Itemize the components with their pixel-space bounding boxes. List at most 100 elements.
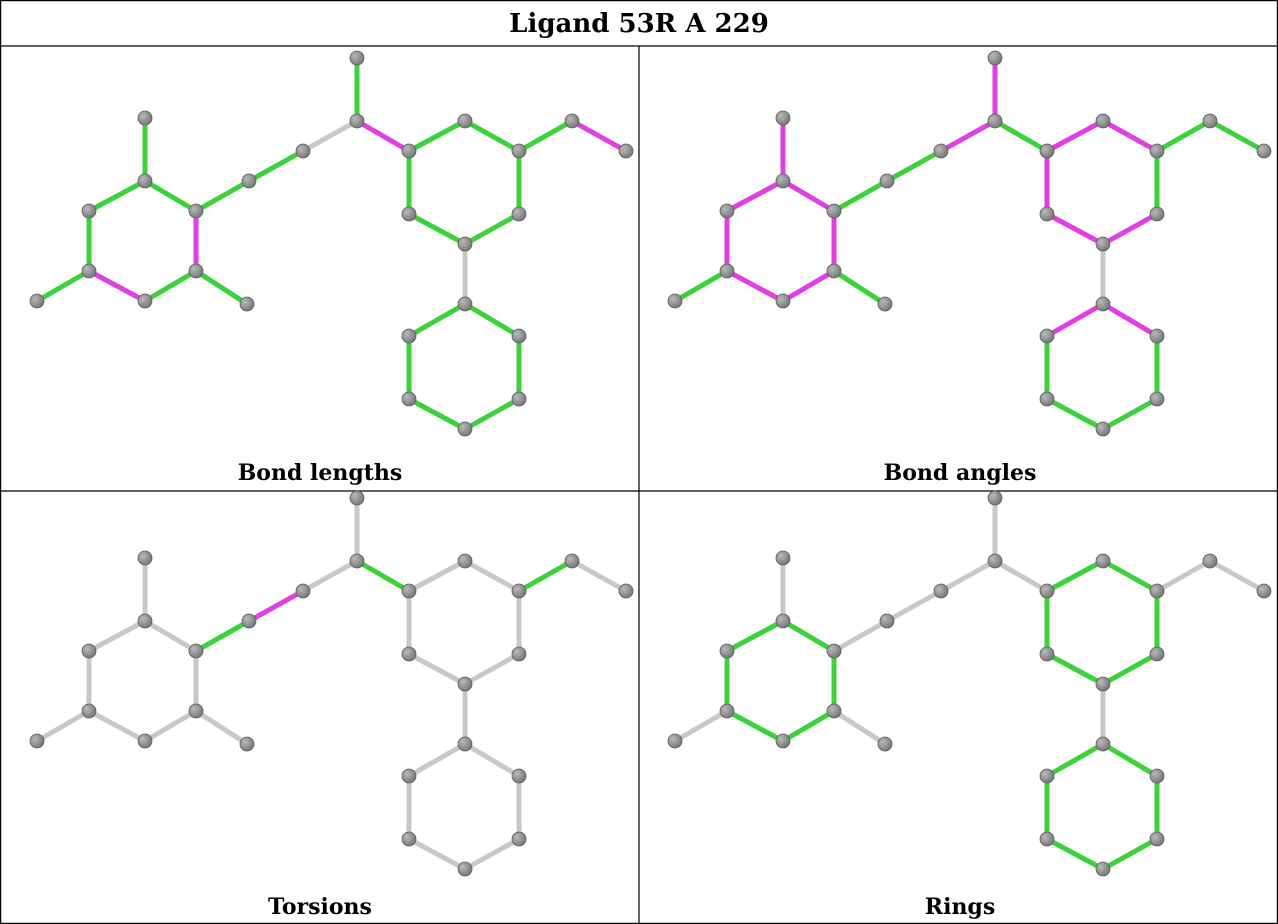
atom xyxy=(1149,391,1165,407)
bond xyxy=(462,396,522,432)
atom xyxy=(239,736,255,752)
atom-layer xyxy=(667,490,1272,877)
bond xyxy=(831,268,888,307)
bond xyxy=(462,301,522,339)
bond xyxy=(1044,301,1106,339)
bond xyxy=(516,118,575,154)
atom xyxy=(137,733,153,749)
atom xyxy=(775,110,791,126)
bond xyxy=(672,268,730,304)
bond xyxy=(992,118,1050,154)
atom xyxy=(188,703,204,719)
atom xyxy=(137,550,153,566)
bond xyxy=(1044,211,1106,247)
atom xyxy=(1095,421,1111,437)
atom xyxy=(1256,583,1272,599)
atom xyxy=(457,421,473,437)
bond xyxy=(462,558,522,594)
bond xyxy=(86,268,148,304)
atom xyxy=(1039,391,1055,407)
bond xyxy=(672,708,730,744)
atom xyxy=(775,293,791,309)
atom xyxy=(879,613,895,629)
bond xyxy=(516,558,575,594)
panel-rings: Rings xyxy=(667,490,1272,920)
bond xyxy=(462,836,522,872)
bond xyxy=(884,588,944,624)
atom xyxy=(1039,328,1055,344)
bond xyxy=(142,618,199,654)
bond xyxy=(406,741,468,779)
bond xyxy=(1154,558,1213,594)
bond xyxy=(34,708,92,744)
bond xyxy=(462,118,522,154)
panel-caption: Bond lengths xyxy=(238,460,403,486)
atom xyxy=(877,736,893,752)
bond xyxy=(354,558,412,594)
atom xyxy=(1095,553,1111,569)
bond xyxy=(1044,651,1106,687)
atom xyxy=(511,831,527,847)
atom xyxy=(933,143,949,159)
atom xyxy=(719,643,735,659)
bond xyxy=(1044,396,1106,432)
atom xyxy=(81,703,97,719)
bond xyxy=(780,618,837,654)
atom xyxy=(457,553,473,569)
bond-layer xyxy=(672,495,1267,872)
panel-bond-angles: Bond angles xyxy=(667,50,1272,486)
bond xyxy=(884,148,944,184)
atom xyxy=(401,646,417,662)
atom xyxy=(511,646,527,662)
bond xyxy=(1154,118,1213,154)
bond xyxy=(1044,836,1106,872)
atom xyxy=(719,203,735,219)
atom xyxy=(1095,113,1111,129)
atom xyxy=(933,583,949,599)
atom xyxy=(295,143,311,159)
atom xyxy=(1202,553,1218,569)
atom xyxy=(826,643,842,659)
bond xyxy=(724,268,786,304)
bond xyxy=(462,741,522,779)
panel-bond-lengths: Bond lengths xyxy=(29,50,634,486)
atom xyxy=(1149,646,1165,662)
atom xyxy=(775,733,791,749)
atom xyxy=(29,293,45,309)
bond xyxy=(406,396,468,432)
atom xyxy=(457,113,473,129)
bond xyxy=(354,118,412,154)
atom xyxy=(1039,646,1055,662)
panel-caption: Torsions xyxy=(268,894,372,920)
atom-layer xyxy=(29,490,634,877)
bond xyxy=(406,211,468,247)
atom xyxy=(511,391,527,407)
bond xyxy=(1100,651,1160,687)
atom xyxy=(1149,206,1165,222)
atom xyxy=(188,643,204,659)
atom xyxy=(137,110,153,126)
atom xyxy=(401,831,417,847)
bond-layer xyxy=(34,495,629,872)
bond xyxy=(86,618,148,654)
atom xyxy=(401,391,417,407)
atom xyxy=(826,703,842,719)
atom xyxy=(826,203,842,219)
bond xyxy=(142,268,199,304)
atom xyxy=(1149,831,1165,847)
bond xyxy=(1100,118,1160,154)
atom xyxy=(564,553,580,569)
atom xyxy=(511,143,527,159)
atom xyxy=(877,296,893,312)
atom xyxy=(564,113,580,129)
bond xyxy=(831,618,890,654)
bond xyxy=(1100,211,1160,247)
bond xyxy=(193,618,252,654)
atom xyxy=(295,583,311,599)
bond-layer xyxy=(34,55,629,432)
atom xyxy=(1095,296,1111,312)
atom xyxy=(401,583,417,599)
atom xyxy=(81,643,97,659)
bond xyxy=(193,268,250,307)
